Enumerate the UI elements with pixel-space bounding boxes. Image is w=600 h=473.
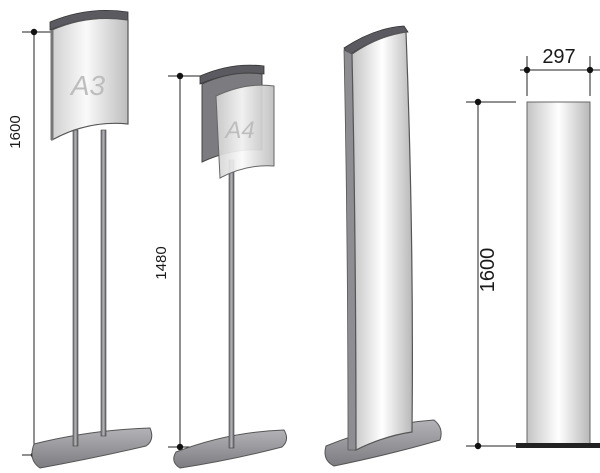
totem-height-label: 1600 [477, 248, 499, 293]
a3-stand: 1600 A3 [7, 10, 153, 469]
totem-front-panel [526, 101, 591, 447]
totem-stand [324, 25, 442, 467]
a4-base [173, 429, 288, 469]
totem-width-label: 297 [542, 46, 575, 68]
totem-front-base [516, 443, 600, 448]
a3-sign-panel [51, 17, 129, 142]
a3-pole-right [100, 129, 107, 437]
a4-stand: 1480 A4 [153, 64, 288, 469]
a3-sign-label: A3 [69, 70, 106, 101]
totem-panel [351, 31, 413, 451]
a4-clear-cover [215, 84, 275, 179]
totem-height-dimension: 1600 [466, 98, 516, 450]
a4-pole [228, 159, 235, 449]
a4-sign-label: A4 [223, 117, 254, 144]
a3-base [31, 427, 153, 469]
totem-width-dimension: 297 [520, 46, 600, 96]
a3-height-label: 1600 [7, 115, 24, 148]
a4-height-label: 1480 [153, 246, 170, 279]
a4-height-dimension: 1480 [153, 72, 222, 451]
totem-front: 297 1600 [466, 46, 600, 450]
a3-pole-left [72, 129, 79, 447]
